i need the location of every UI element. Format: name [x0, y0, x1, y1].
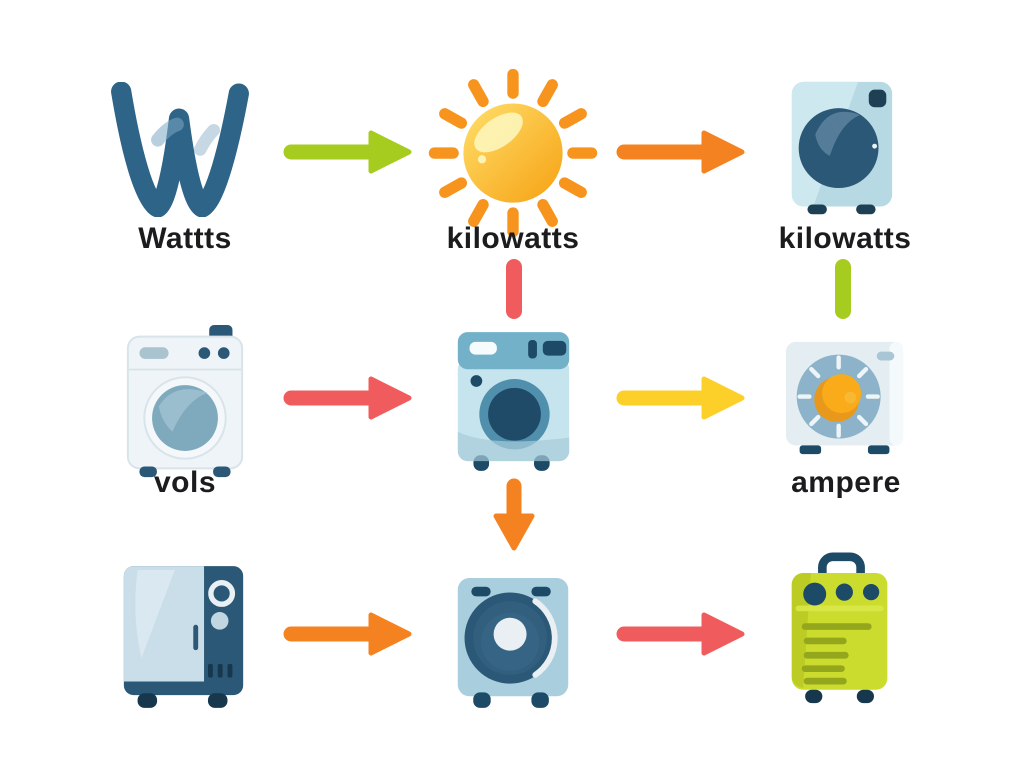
- sun-icon: [420, 58, 606, 244]
- label-ampere: ampere: [791, 466, 901, 499]
- letter-w-icon: [105, 82, 255, 217]
- label-kilowatts-dryer: kilowatts: [778, 222, 912, 255]
- label-kilowatts-sun: kilowatts: [446, 222, 580, 255]
- label-vols: vols: [153, 466, 217, 499]
- label-watts: Wattts: [138, 222, 232, 255]
- bar-sun-to-washer: [505, 258, 523, 320]
- washing-machine-icon: [122, 325, 248, 480]
- compact-washer-icon: [450, 328, 577, 475]
- subwoofer-speaker-icon: [450, 570, 576, 711]
- arrow-w-to-sun: [283, 128, 415, 176]
- portable-generator-icon: [786, 552, 896, 705]
- dryer-icon: [786, 78, 898, 224]
- arrow-compact-washer-to-speaker: [492, 478, 536, 554]
- refrigerator-icon: [118, 560, 250, 712]
- arrow-fridge-to-speaker: [283, 610, 415, 658]
- air-conditioner-icon: [782, 338, 909, 460]
- arrow-speaker-to-generator: [616, 610, 748, 658]
- arrow-washer-to-compact-washer: [283, 374, 415, 422]
- arrow-compact-washer-to-ac: [616, 374, 748, 422]
- arrow-sun-to-dryer: [616, 128, 748, 176]
- bar-dryer-to-ac: [834, 258, 852, 320]
